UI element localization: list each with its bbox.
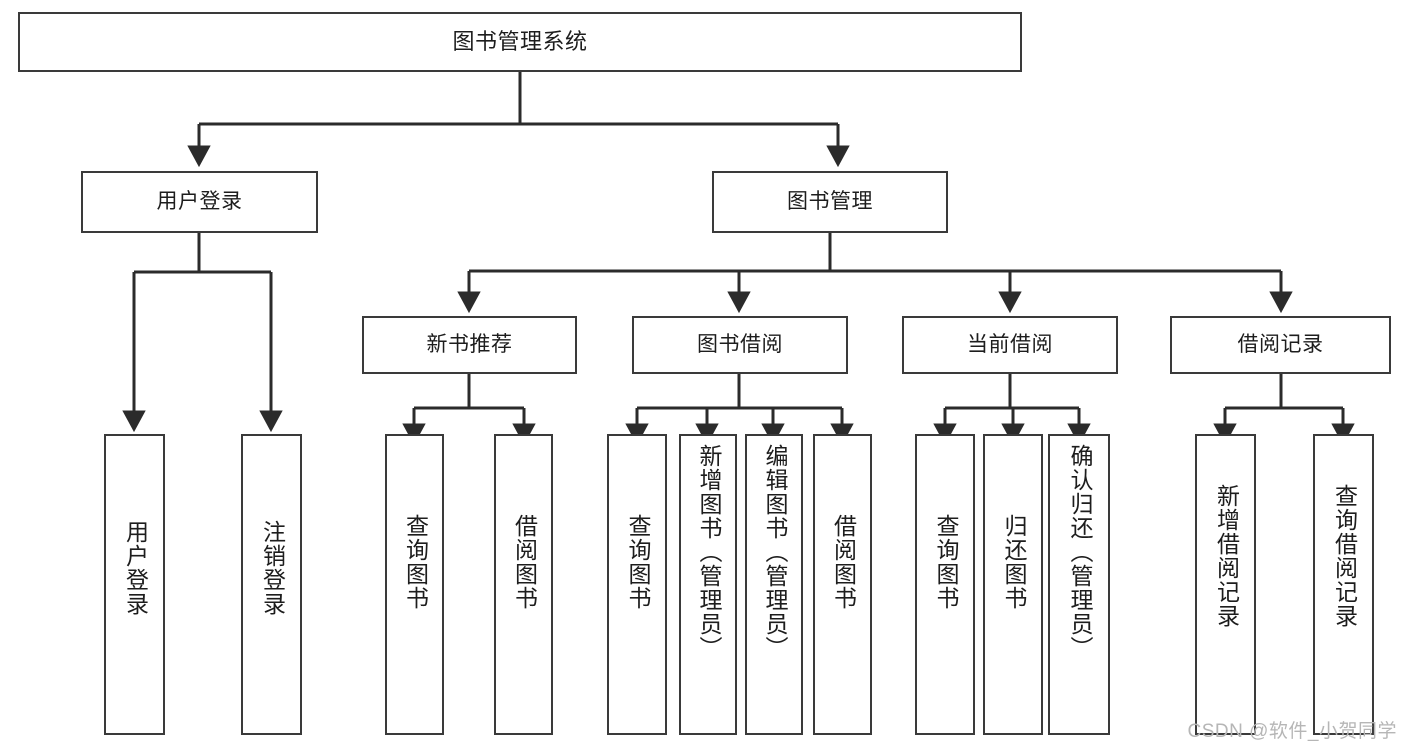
leaf-return-book[interactable]: 归还图书 [983,434,1043,735]
node-book-management[interactable]: 图书管理 [712,171,948,233]
leaf-add-borrow-record[interactable]: 新增借阅记录 [1195,434,1256,735]
leaf-add-book-admin[interactable]: 新增图书（管理员） [679,434,737,735]
watermark-text: CSDN @软件_小贺同学 [1187,721,1397,742]
node-label: 借阅图书 [511,514,538,610]
node-new-book-recommend[interactable]: 新书推荐 [362,316,577,374]
node-root-system[interactable]: 图书管理系统 [18,12,1022,72]
node-label: 查询图书 [402,514,429,610]
node-label: 当前借阅 [967,333,1053,357]
leaf-query-book-current[interactable]: 查询图书 [915,434,975,735]
node-label: 用户登录 [156,190,243,214]
node-label: 注销登录 [259,520,286,616]
node-label: 新增图书（管理员） [695,444,722,660]
leaf-borrow-book[interactable]: 借阅图书 [813,434,872,735]
leaf-edit-book-admin[interactable]: 编辑图书（管理员） [745,434,803,735]
leaf-confirm-return-admin[interactable]: 确认归还（管理员） [1048,434,1110,735]
node-label: 图书管理 [787,190,873,214]
node-label: 用户登录 [122,520,149,616]
node-label: 确认归还（管理员） [1066,444,1093,660]
leaf-query-book-recommend[interactable]: 查询图书 [385,434,444,735]
node-label: 借阅记录 [1237,333,1324,357]
node-borrow-record[interactable]: 借阅记录 [1170,316,1391,374]
node-label: 新书推荐 [426,333,513,357]
node-book-borrow[interactable]: 图书借阅 [632,316,848,374]
leaf-borrow-book-recommend[interactable]: 借阅图书 [494,434,553,735]
node-label: 归还图书 [1000,514,1027,610]
leaf-query-book-borrow[interactable]: 查询图书 [607,434,667,735]
node-label: 编辑图书（管理员） [761,444,788,660]
node-user-login[interactable]: 用户登录 [81,171,318,233]
node-current-borrow[interactable]: 当前借阅 [902,316,1118,374]
node-label: 图书借阅 [697,333,783,357]
leaf-logout-login[interactable]: 注销登录 [241,434,302,735]
leaf-user-login[interactable]: 用户登录 [104,434,165,735]
node-label: 借阅图书 [830,514,857,610]
node-label: 查询图书 [932,514,959,610]
node-label: 图书管理系统 [452,28,588,54]
node-label: 查询图书 [624,514,651,610]
node-label: 查询借阅记录 [1331,484,1358,628]
leaf-query-borrow-record[interactable]: 查询借阅记录 [1313,434,1374,735]
node-label: 新增借阅记录 [1213,484,1240,628]
